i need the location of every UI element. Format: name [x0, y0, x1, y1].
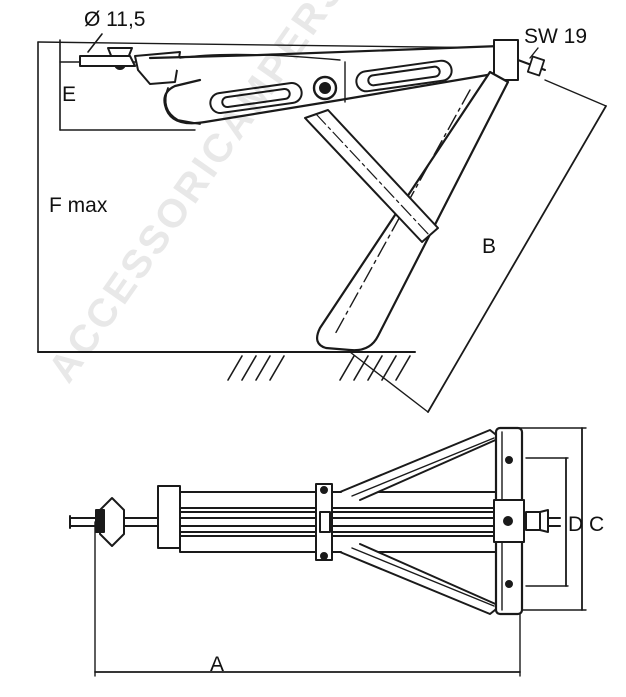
- diameter-label: Ø 11,5: [84, 8, 146, 31]
- ground-hatch: [227, 355, 411, 381]
- e-label: E: [62, 83, 77, 106]
- side-view: [37, 33, 607, 413]
- c-label: C: [589, 513, 605, 536]
- cross-strut: [304, 109, 439, 243]
- center-channel: [157, 483, 501, 561]
- wrench-size-label: SW 19: [524, 25, 588, 48]
- fmax-label: F max: [49, 194, 108, 217]
- b-label: B: [482, 235, 497, 258]
- crank-end: [493, 39, 546, 81]
- foot-plate: [493, 426, 549, 616]
- top-arm: [148, 44, 507, 125]
- top-view: [69, 426, 587, 677]
- v-frame: [339, 429, 501, 615]
- top-reference-line: [37, 41, 501, 49]
- a-label: A: [210, 653, 225, 676]
- b-dimension: [349, 79, 607, 413]
- top-mount: [95, 497, 125, 547]
- d-label: D: [568, 513, 584, 536]
